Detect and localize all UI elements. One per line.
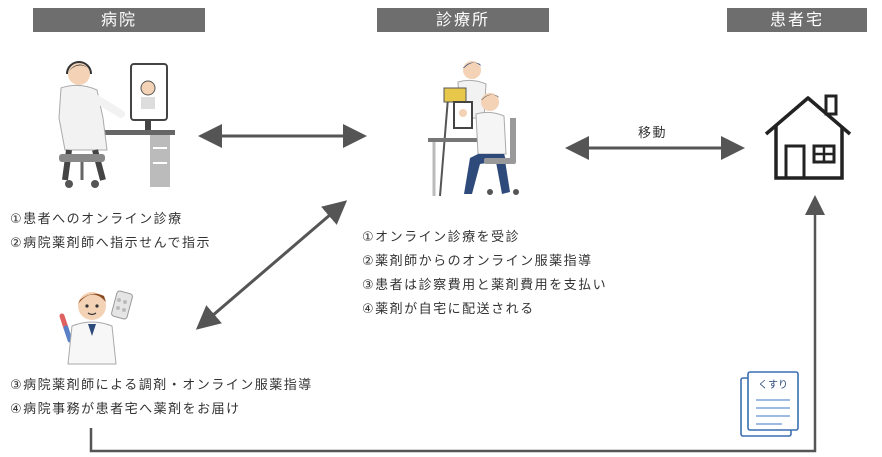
move-label: 移動 [638, 126, 668, 141]
house-icon [764, 94, 852, 180]
doctor-telemedicine-illustration [58, 61, 175, 188]
clinic-steps: ①オンライン診療を受診 ②薬剤師からのオンライン服薬指導 ③患者は診察費用と薬剤… [362, 226, 607, 322]
pharmacist-step-2: ④病院事務が患者宅へ薬剤をお届け [10, 402, 241, 417]
header-home: 患者宅 [727, 8, 867, 32]
header-hospital: 病院 [33, 8, 205, 32]
pharmacist-illustration [59, 290, 133, 365]
delivery-route-line [89, 195, 825, 453]
clinic-step-2: ②薬剤師からのオンライン服薬指導 [362, 254, 593, 269]
pharmacist-step-1: ③病院薬剤師による調剤・オンライン服薬指導 [10, 378, 313, 393]
medicine-label: くすり [758, 379, 788, 391]
pharmacist-steps: ③病院薬剤師による調剤・オンライン服薬指導 ④病院事務が患者宅へ薬剤をお届け [10, 374, 313, 422]
clinic-step-1: ①オンライン診療を受診 [362, 230, 521, 245]
hospital-step-2: ②病院薬剤師へ指示せんで指示 [10, 236, 212, 251]
arrow-clinic-pharmacist [195, 200, 348, 330]
hospital-step-1: ①患者へのオンライン診療 [10, 212, 183, 227]
clinic-patient-nurse-illustration [428, 61, 519, 197]
clinic-step-3: ③患者は診察費用と薬剤費用を支払い [362, 278, 608, 293]
clinic-step-4: ④薬剤が自宅に配送される [362, 302, 535, 317]
hospital-steps: ①患者へのオンライン診療 ②病院薬剤師へ指示せんで指示 [10, 208, 211, 256]
header-clinic: 診療所 [377, 8, 549, 32]
medicine-document-icon: くすり [740, 371, 799, 437]
